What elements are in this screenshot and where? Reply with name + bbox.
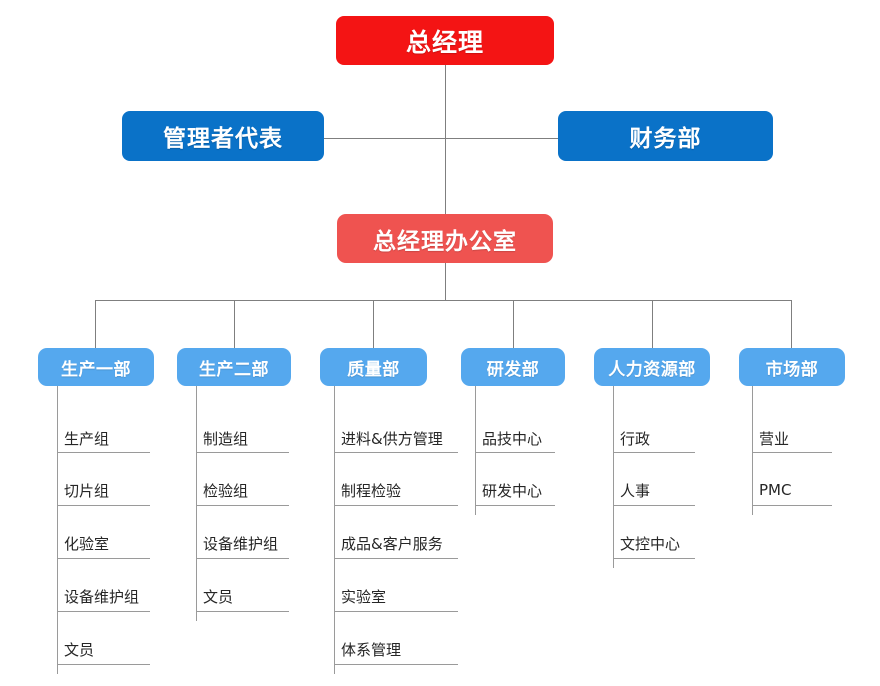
subitem-underline bbox=[196, 611, 289, 612]
node-department-production-1[interactable]: 生产一部 bbox=[38, 348, 154, 386]
node-gm-office[interactable]: 总经理办公室 bbox=[337, 214, 553, 263]
node-department-hr[interactable]: 人力资源部 bbox=[594, 348, 710, 386]
subitem-underline bbox=[334, 664, 458, 665]
connector-department-bus bbox=[95, 300, 791, 301]
connector-office-drop bbox=[445, 263, 446, 300]
subitem-underline bbox=[196, 452, 289, 453]
subitem-underline bbox=[613, 452, 695, 453]
subspine-hr bbox=[613, 386, 614, 568]
subitem-underline bbox=[613, 505, 695, 506]
connector-level2-bus bbox=[324, 138, 558, 139]
subitem-label[interactable]: 切片组 bbox=[64, 482, 110, 500]
node-department-marketing[interactable]: 市场部 bbox=[739, 348, 845, 386]
subspine-production-1 bbox=[57, 386, 58, 674]
connector-drop-dept-3 bbox=[373, 300, 374, 348]
subitem-label[interactable]: 文员 bbox=[64, 641, 95, 659]
node-department-quality[interactable]: 质量部 bbox=[320, 348, 427, 386]
node-finance-department[interactable]: 财务部 bbox=[558, 111, 773, 161]
subitem-underline bbox=[57, 452, 150, 453]
connector-drop-dept-1 bbox=[95, 300, 96, 348]
connector-drop-dept-5 bbox=[652, 300, 653, 348]
subitem-underline bbox=[334, 558, 458, 559]
subitem-label[interactable]: 成品&客户服务 bbox=[341, 535, 443, 553]
subitem-label[interactable]: 人事 bbox=[620, 482, 651, 500]
subitem-label[interactable]: 检验组 bbox=[203, 482, 249, 500]
subitem-label[interactable]: 设备维护组 bbox=[203, 535, 279, 553]
subitem-label[interactable]: 生产组 bbox=[64, 430, 110, 448]
subitem-label[interactable]: 实验室 bbox=[341, 588, 387, 606]
subitem-underline bbox=[752, 452, 832, 453]
subitem-label[interactable]: 体系管理 bbox=[341, 641, 402, 659]
subitem-underline bbox=[752, 505, 832, 506]
subitem-label[interactable]: 行政 bbox=[620, 430, 651, 448]
subitem-underline bbox=[196, 505, 289, 506]
subitem-underline bbox=[334, 611, 458, 612]
connector-gm-to-office bbox=[445, 65, 446, 215]
connector-drop-dept-2 bbox=[234, 300, 235, 348]
node-department-production-2[interactable]: 生产二部 bbox=[177, 348, 291, 386]
subitem-underline bbox=[475, 505, 555, 506]
subitem-label[interactable]: 品技中心 bbox=[482, 430, 543, 448]
subitem-label[interactable]: 设备维护组 bbox=[64, 588, 140, 606]
subitem-label[interactable]: 文控中心 bbox=[620, 535, 681, 553]
subspine-production-2 bbox=[196, 386, 197, 621]
subitem-underline bbox=[613, 558, 695, 559]
subitem-underline bbox=[57, 505, 150, 506]
subitem-underline bbox=[475, 452, 555, 453]
subitem-underline bbox=[334, 505, 458, 506]
subitem-label[interactable]: 制程检验 bbox=[341, 482, 402, 500]
subitem-label[interactable]: 研发中心 bbox=[482, 482, 543, 500]
node-general-manager[interactable]: 总经理 bbox=[336, 16, 554, 65]
subitem-label[interactable]: 制造组 bbox=[203, 430, 249, 448]
connector-drop-dept-4 bbox=[513, 300, 514, 348]
subspine-rd bbox=[475, 386, 476, 515]
subitem-underline bbox=[57, 558, 150, 559]
node-department-rd[interactable]: 研发部 bbox=[461, 348, 565, 386]
subitem-label[interactable]: 进料&供方管理 bbox=[341, 430, 443, 448]
subspine-marketing bbox=[752, 386, 753, 515]
subitem-underline bbox=[57, 611, 150, 612]
subitem-label[interactable]: PMC bbox=[759, 481, 792, 499]
subitem-label[interactable]: 化验室 bbox=[64, 535, 110, 553]
subitem-underline bbox=[196, 558, 289, 559]
subitem-underline bbox=[334, 452, 458, 453]
subitem-label[interactable]: 文员 bbox=[203, 588, 234, 606]
subspine-quality bbox=[334, 386, 335, 674]
subitem-label[interactable]: 营业 bbox=[759, 430, 790, 448]
connector-drop-dept-6 bbox=[791, 300, 792, 348]
node-management-representative[interactable]: 管理者代表 bbox=[122, 111, 324, 161]
subitem-underline bbox=[57, 664, 150, 665]
